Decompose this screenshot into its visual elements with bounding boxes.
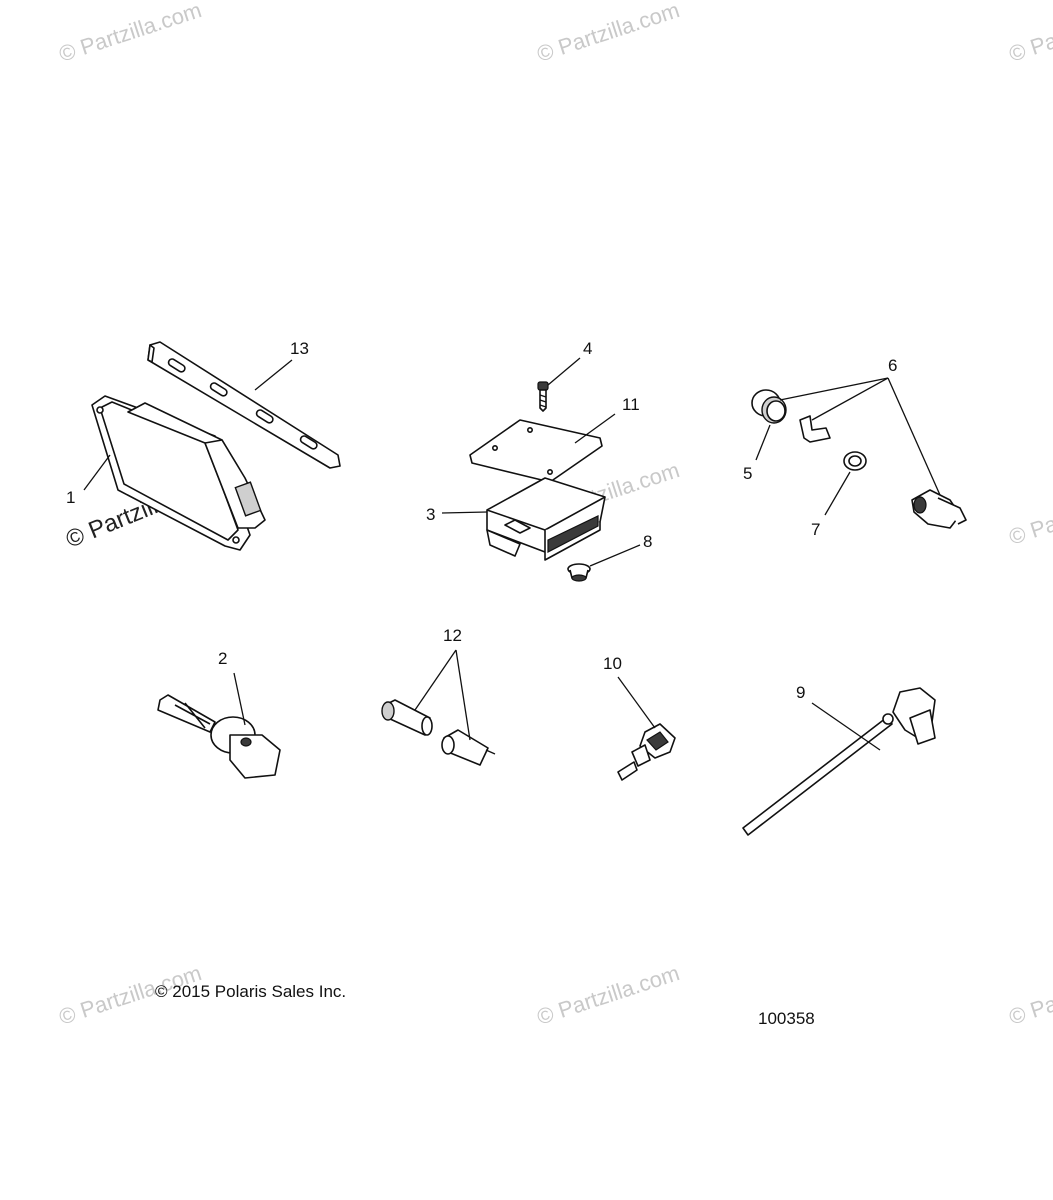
plug-part-8 [567, 563, 591, 582]
drawing-number: 100358 [758, 1009, 815, 1028]
leader-12a [414, 649, 457, 711]
temp-sensor-part-10 [617, 723, 676, 781]
copyright-text: © 2015 Polaris Sales Inc. [155, 982, 346, 1001]
callout-1: 1 [66, 488, 75, 507]
leader-9 [811, 702, 881, 751]
leader-3 [441, 511, 488, 514]
leader-7 [824, 471, 851, 516]
callout-5: 5 [743, 464, 752, 483]
callout-13: 13 [290, 339, 309, 358]
leader-6c [887, 377, 941, 496]
bracket-part-13 [147, 341, 341, 469]
leader-13 [254, 359, 293, 391]
leader-4 [547, 357, 581, 386]
callout-11: 11 [622, 395, 640, 414]
nut-part-7 [843, 451, 867, 471]
watermark: © Partzilla.com [56, 0, 205, 67]
ecu-part-1 [91, 395, 266, 551]
leader-lines [83, 357, 941, 751]
cover-part-11 [469, 419, 603, 483]
fuse-part-12a [381, 699, 433, 736]
watermark: © Partzilla.com [1006, 960, 1053, 1030]
watermark: © Partzilla.com [1006, 480, 1053, 550]
leader-2 [233, 672, 246, 726]
fuse-part-12b [441, 729, 496, 766]
leader-5 [755, 424, 771, 461]
callout-7: 7 [811, 520, 820, 539]
callouts: 1 2 3 4 5 6 7 8 9 10 11 12 13 [66, 339, 897, 702]
leader-11 [574, 413, 616, 444]
watermark: © Partzilla.com [534, 0, 683, 67]
leader-6a [779, 377, 889, 401]
leader-6b [811, 377, 889, 421]
leader-10 [617, 676, 656, 729]
watermark: © Partzilla.com [1006, 0, 1053, 67]
callout-4: 4 [583, 339, 592, 358]
tab-part-6 [799, 415, 831, 443]
watermark: © Partzilla.com [534, 960, 683, 1030]
callout-2: 2 [218, 649, 227, 668]
regulator-part-3 [486, 477, 606, 561]
sensor-part-6 [911, 489, 967, 529]
probe-sensor-part-9 [742, 687, 936, 836]
callout-12: 12 [443, 626, 462, 645]
leader-12b [455, 649, 471, 741]
footer: © 2015 Polaris Sales Inc. 100358 [155, 982, 815, 1028]
callout-10: 10 [603, 654, 622, 673]
leader-1 [83, 454, 111, 491]
callout-8: 8 [643, 532, 652, 551]
connector-part-2 [157, 694, 281, 779]
cap-part-5 [751, 389, 787, 424]
callout-9: 9 [796, 683, 805, 702]
callout-6: 6 [888, 356, 897, 375]
leader-8 [589, 544, 641, 567]
bolt-part-4 [537, 381, 549, 412]
callout-3: 3 [426, 505, 435, 524]
